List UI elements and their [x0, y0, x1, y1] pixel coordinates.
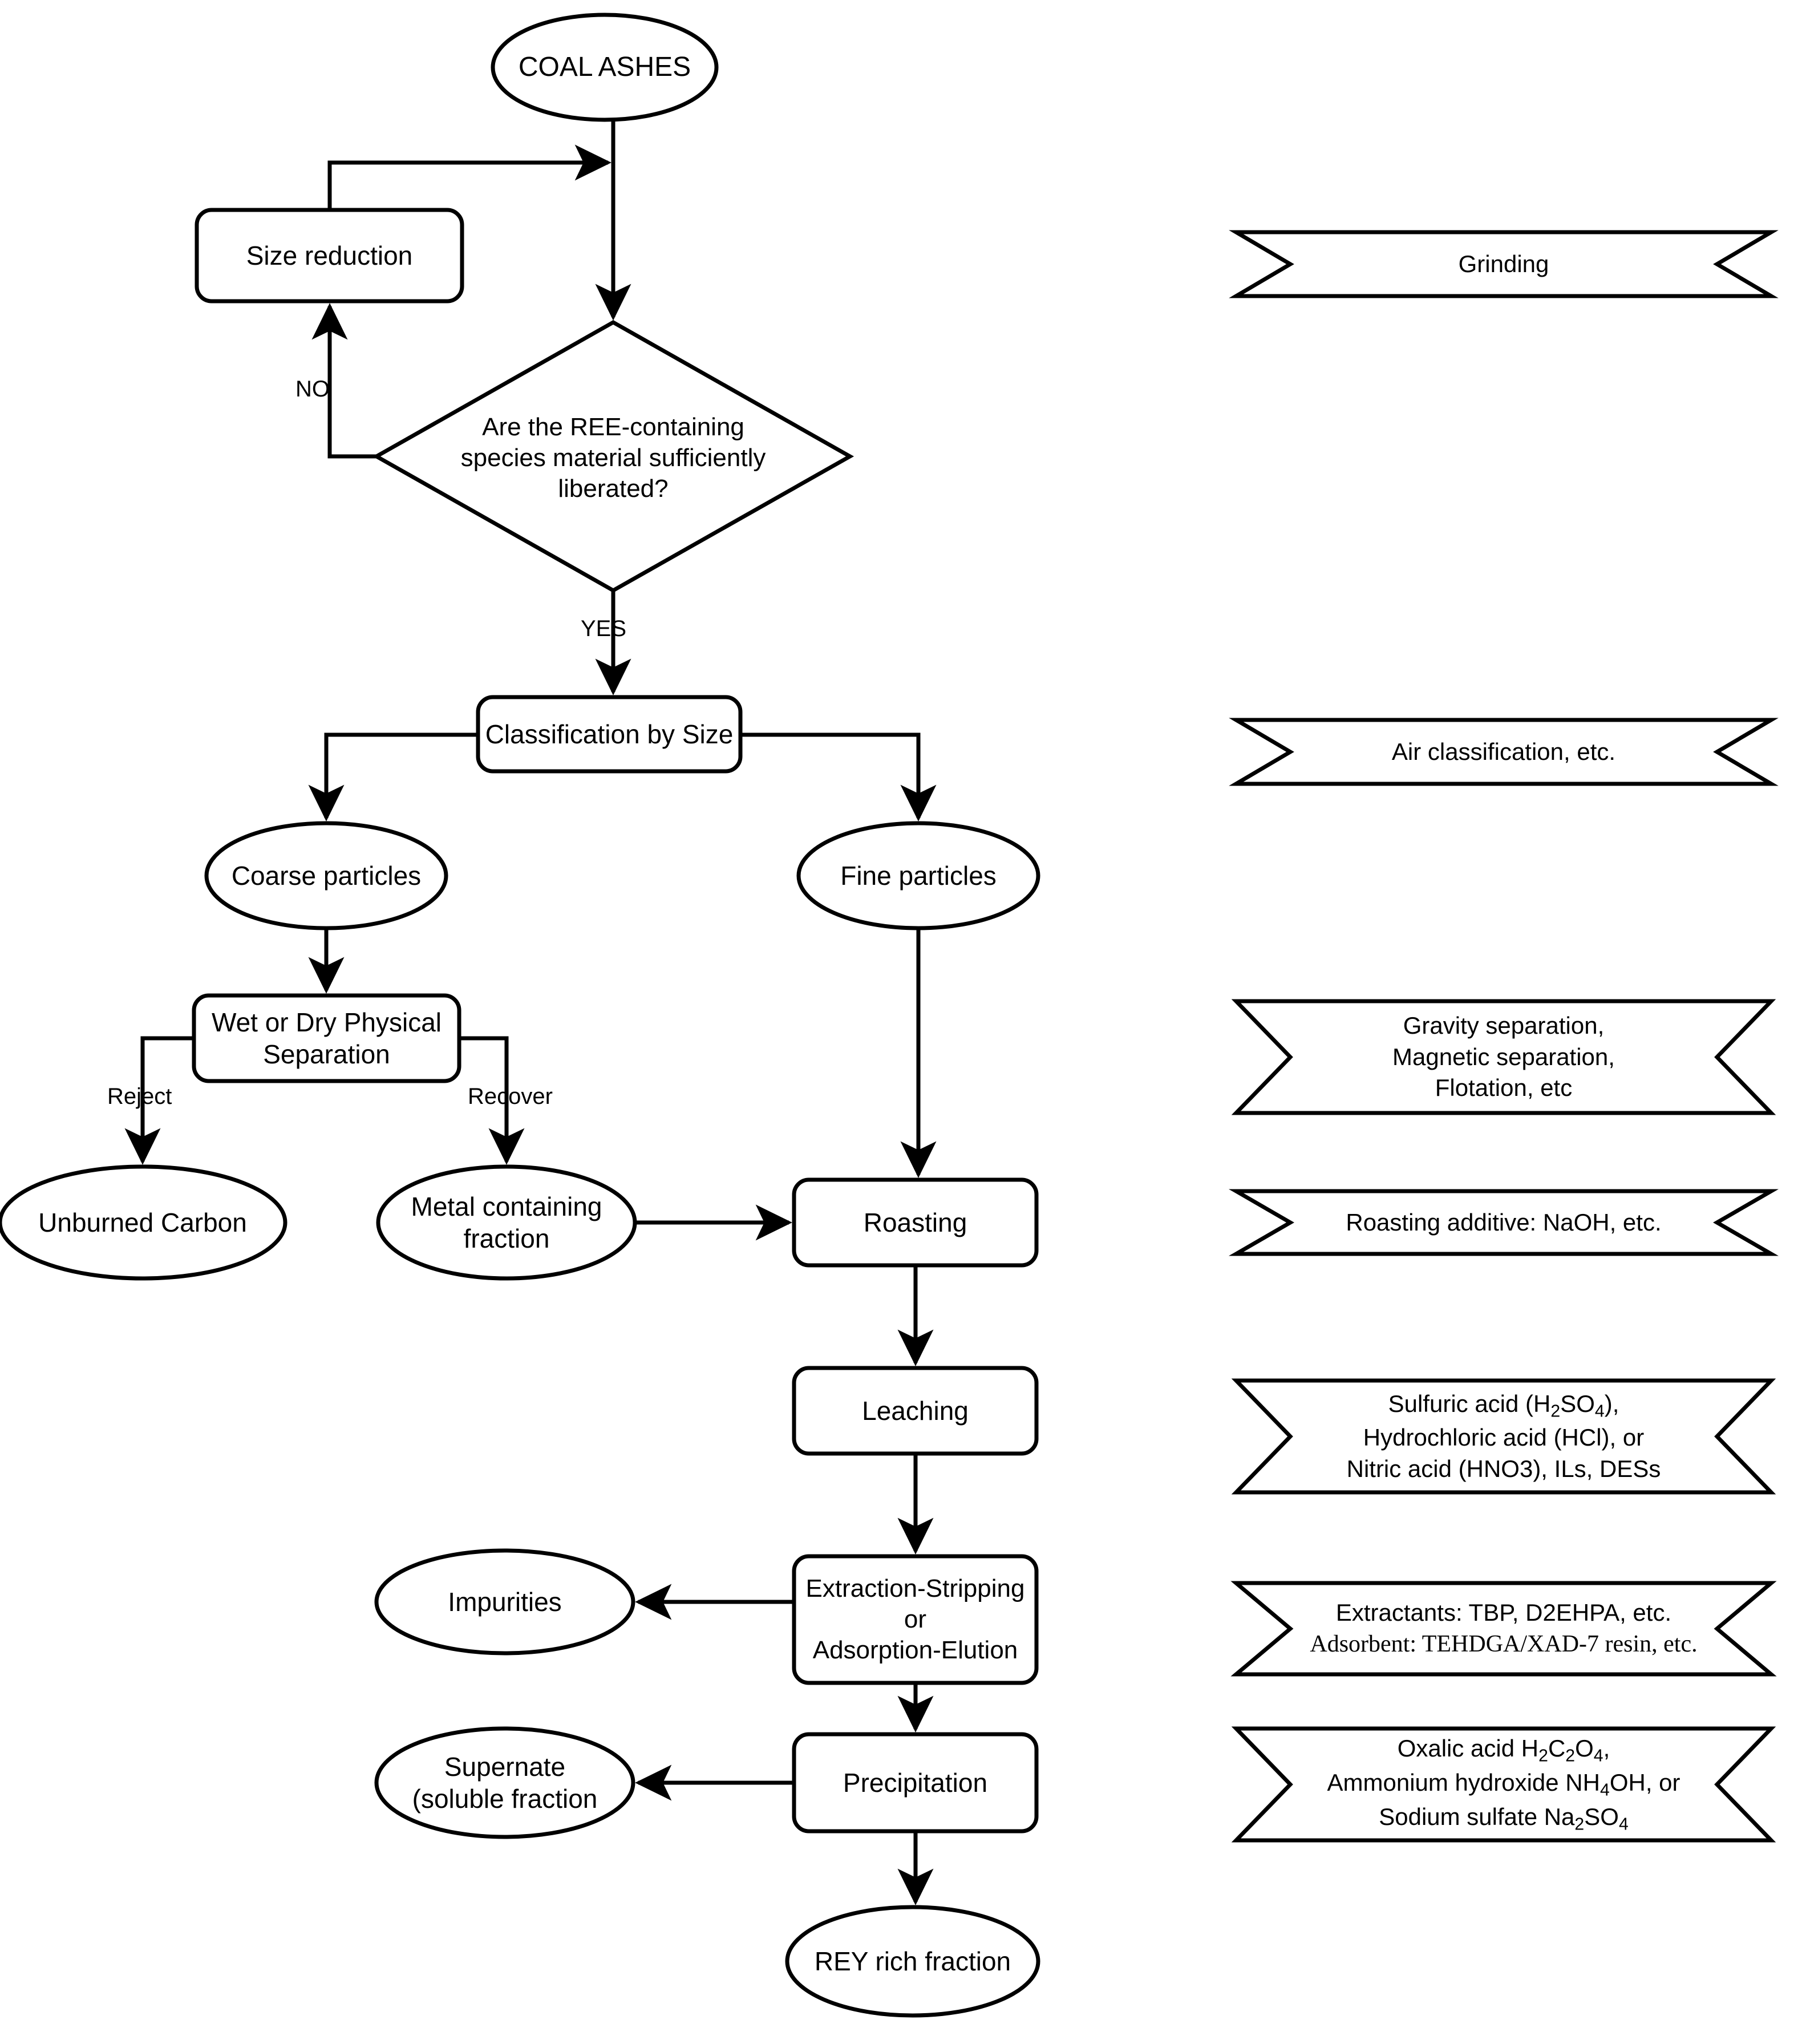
banner-precipitation-reagents-shape: [1231, 1726, 1776, 1843]
banner-air-classification-label: Air classification, etc.: [1290, 720, 1717, 784]
node-coal-ashes-shape: [491, 13, 719, 122]
edge-separation-recover-to-metal: [459, 1036, 525, 1165]
banner-line: Roasting additive: NaOH, etc.: [1346, 1208, 1662, 1236]
banner-line: Hydrochloric acid (HCl), or: [1363, 1424, 1645, 1451]
node-impurities-shape: [374, 1548, 635, 1656]
edge-label-reject: Reject: [107, 1084, 172, 1109]
banner-line: Gravity separation,: [1403, 1012, 1605, 1039]
banner-line: Magnetic separation,: [1392, 1043, 1615, 1070]
banner-line: Nitric acid (HNO3), ILs, DESs: [1346, 1455, 1661, 1482]
edge-classification-to-coarse: [308, 732, 478, 821]
edge-label-no: NO: [295, 377, 330, 402]
banner-line: Grinding: [1458, 250, 1549, 277]
banner-line: Extractants: TBP, D2EHPA, etc.: [1335, 1599, 1672, 1626]
edge-separation-reject-to-carbon: [124, 1036, 194, 1165]
node-precipitation-shape: [792, 1732, 1039, 1833]
banner-grinding-label: Grinding: [1290, 232, 1717, 296]
edge-size-reduction-to-stem: [327, 144, 612, 210]
node-classification-shape: [476, 695, 743, 774]
banner-line: Air classification, etc.: [1391, 738, 1616, 765]
node-rey-rich-shape: [785, 1905, 1040, 2018]
node-metal-fraction-shape: [376, 1164, 637, 1281]
banner-precipitation-reagents-label: Oxalic acid H2C2O4,Ammonium hydroxide NH…: [1290, 1729, 1717, 1840]
node-fine-particles-shape: [796, 821, 1040, 930]
banner-line: Adsorbent: TEHDGA/XAD-7 resin, etc.: [1310, 1631, 1698, 1657]
edge-decision-no-to-size-reduction: [311, 303, 376, 459]
banner-line: Sulfuric acid (H2SO4),: [1388, 1390, 1619, 1420]
banner-line: Ammonium hydroxide NH4OH, or: [1327, 1769, 1680, 1800]
node-decision-shape: [372, 319, 855, 593]
banner-roasting-additive-label: Roasting additive: NaOH, etc.: [1290, 1191, 1717, 1254]
banner-separation-methods-label: Gravity separation, Magnetic separation, F…: [1290, 1001, 1717, 1113]
node-supernate-shape: [374, 1726, 635, 1839]
edge-label-yes: YES: [581, 616, 627, 641]
banner-air-classification-shape: [1229, 718, 1779, 786]
node-unburned-carbon-shape: [0, 1164, 287, 1281]
banner-line: Flotation, etc: [1435, 1074, 1573, 1102]
banner-line: Oxalic acid H2C2O4,: [1397, 1735, 1610, 1766]
banner-extractants-label: Extractants: TBP, D2EHPA, etc. Adsorbent:…: [1273, 1583, 1734, 1674]
banner-extractants-shape: [1230, 1581, 1777, 1677]
banner-leaching-reagents-label: Sulfuric acid (H2SO4), Hydrochloric acid …: [1290, 1381, 1717, 1492]
edge-label-recover: Recover: [468, 1084, 553, 1109]
banner-grinding-shape: [1229, 230, 1779, 298]
node-leaching-shape: [792, 1366, 1039, 1456]
banner-roasting-additive-shape: [1228, 1189, 1779, 1256]
banner-separation-methods-shape: [1231, 999, 1776, 1115]
node-extraction-shape: [792, 1554, 1039, 1685]
banner-leaching-reagents-shape: [1231, 1378, 1776, 1495]
node-physical-separation-shape: [192, 993, 461, 1083]
node-roasting-shape: [792, 1177, 1039, 1268]
banner-line: Sodium sulfate Na2SO4: [1379, 1803, 1629, 1834]
edge-classification-to-fine: [740, 732, 937, 821]
node-coarse-particles-shape: [204, 821, 448, 930]
node-size-reduction-shape: [195, 208, 464, 303]
